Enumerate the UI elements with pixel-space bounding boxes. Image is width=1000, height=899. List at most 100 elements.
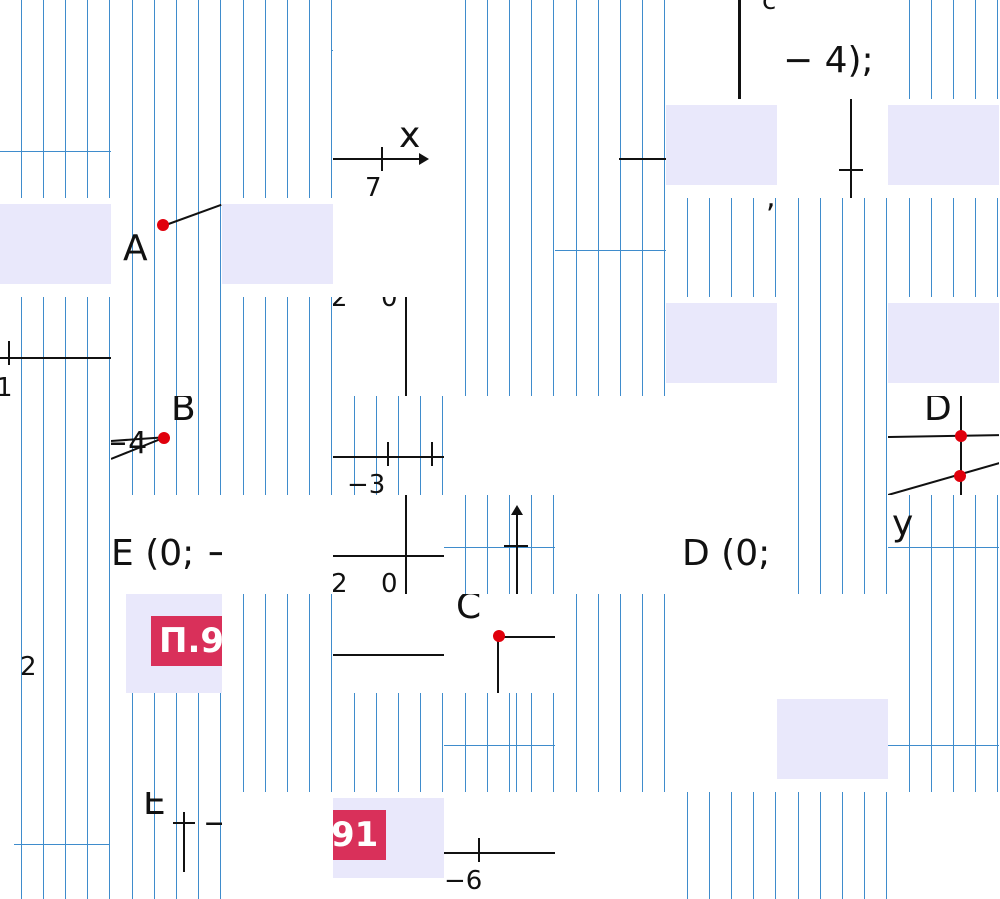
puzzle-tile[interactable]	[666, 396, 777, 495]
puzzle-tile[interactable]	[222, 0, 333, 99]
point-c	[493, 630, 505, 642]
label-0b: 0	[381, 569, 398, 594]
puzzle-tile[interactable]	[444, 99, 555, 198]
label-minus6: −6	[444, 866, 483, 896]
puzzle-tile[interactable]: x 7	[333, 99, 444, 198]
blank-tile[interactable]	[0, 198, 111, 297]
blank-tile[interactable]	[888, 99, 999, 198]
puzzle-tile[interactable]	[333, 198, 444, 297]
puzzle-tile[interactable]	[777, 792, 888, 899]
puzzle-tile[interactable]: y	[888, 495, 999, 594]
puzzle-tile[interactable]	[555, 594, 666, 693]
puzzle-tile[interactable]	[222, 495, 333, 594]
puzzle-tile[interactable]	[777, 594, 888, 693]
puzzle-tile[interactable]	[555, 495, 666, 594]
puzzle-tile[interactable]	[444, 198, 555, 297]
puzzle-tile[interactable]	[444, 297, 555, 396]
puzzle-tile[interactable]	[222, 693, 333, 792]
puzzle-tile[interactable]: C	[444, 594, 555, 693]
label-c-point: C	[456, 594, 482, 627]
puzzle-tile[interactable]	[444, 693, 555, 792]
puzzle-tile[interactable]	[222, 792, 333, 899]
point-d2	[954, 470, 966, 482]
puzzle-tile[interactable]	[222, 99, 333, 198]
puzzle-tile[interactable]	[0, 396, 111, 495]
puzzle-tile[interactable]: ,	[666, 198, 777, 297]
puzzle-tile[interactable]	[666, 693, 777, 792]
puzzle-tile[interactable]: 1	[0, 297, 111, 396]
puzzle-tile[interactable]: −6	[444, 792, 555, 899]
puzzle-tile[interactable]: c	[666, 0, 777, 99]
puzzle-tile[interactable]	[0, 495, 111, 594]
puzzle-tile[interactable]	[555, 396, 666, 495]
label-y: y	[892, 503, 914, 544]
puzzle-tile[interactable]	[0, 0, 111, 99]
label-d0: D (0;	[682, 533, 771, 574]
puzzle-tile[interactable]	[222, 594, 333, 693]
puzzle-tile[interactable]	[777, 297, 888, 396]
puzzle-tile[interactable]: 2 0	[333, 495, 444, 594]
label-7: 7	[365, 173, 382, 198]
puzzle-tile[interactable]	[111, 693, 222, 792]
label-minus3: −3	[347, 470, 386, 495]
puzzle-tile[interactable]	[333, 594, 444, 693]
blank-tile[interactable]	[777, 693, 888, 792]
label-e: E	[143, 792, 166, 823]
puzzle-tile[interactable]	[222, 396, 333, 495]
label-a: A	[123, 228, 148, 269]
label-2c: 2	[20, 652, 37, 682]
section-badge-91: 91	[333, 810, 387, 860]
puzzle-tile[interactable]: D (0; 6	[666, 495, 797, 594]
puzzle-tile[interactable]	[111, 99, 222, 198]
puzzle-tile[interactable]	[444, 0, 555, 99]
label-2a: 2	[333, 297, 348, 313]
blank-tile[interactable]	[666, 99, 777, 198]
puzzle-tile[interactable]	[555, 693, 666, 792]
label-d: D	[924, 396, 952, 429]
puzzle-tile[interactable]: П.9	[111, 594, 222, 693]
puzzle-tile[interactable]: E −	[111, 792, 222, 899]
puzzle-tile[interactable]	[888, 693, 999, 792]
puzzle-tile[interactable]	[444, 396, 555, 495]
puzzle-tile[interactable]	[888, 198, 999, 297]
puzzle-tile[interactable]	[111, 297, 222, 396]
puzzle-tile[interactable]: 2 0	[333, 297, 444, 396]
puzzle-tile[interactable]	[888, 792, 999, 899]
puzzle-tile[interactable]	[555, 99, 666, 198]
puzzle-tile[interactable]	[777, 198, 888, 297]
puzzle-tile[interactable]	[0, 693, 111, 792]
puzzle-tile[interactable]	[222, 297, 333, 396]
blank-tile[interactable]	[222, 198, 333, 297]
puzzle-tile[interactable]	[0, 792, 111, 899]
puzzle-tile[interactable]	[777, 99, 888, 198]
puzzle-tile[interactable]: B −4	[111, 396, 222, 495]
puzzle-tile[interactable]	[111, 0, 222, 99]
puzzle-tile[interactable]: D	[888, 396, 999, 495]
puzzle-tile[interactable]	[555, 297, 666, 396]
puzzle-tile[interactable]	[333, 693, 444, 792]
puzzle-tile[interactable]	[777, 396, 888, 495]
puzzle-tile[interactable]	[777, 495, 888, 594]
puzzle-tile[interactable]	[555, 0, 666, 99]
puzzle-tile[interactable]: E (0; − 5).	[111, 495, 296, 594]
puzzle-tile[interactable]	[888, 0, 999, 99]
puzzle-tile[interactable]: 91	[333, 792, 444, 899]
blank-tile[interactable]	[888, 297, 999, 396]
label-minus4: − 4); I	[783, 40, 888, 81]
puzzle-tile[interactable]: − 4); I	[777, 0, 888, 99]
puzzle-tile[interactable]	[444, 495, 555, 594]
puzzle-tile[interactable]	[0, 99, 111, 198]
label-1: 1	[0, 373, 13, 396]
puzzle-tile[interactable]: 2	[0, 594, 111, 693]
puzzle-tile[interactable]	[555, 198, 666, 297]
puzzle-tile[interactable]: −3	[333, 396, 444, 495]
puzzle-tile[interactable]	[555, 792, 666, 899]
point-d	[955, 430, 967, 442]
puzzle-tile[interactable]	[888, 594, 999, 693]
puzzle-tile[interactable]	[333, 0, 444, 99]
blank-tile[interactable]	[666, 297, 777, 396]
puzzle-tile[interactable]: A	[111, 198, 222, 297]
puzzle-tile[interactable]	[666, 594, 777, 693]
puzzle-tile[interactable]	[666, 792, 777, 899]
